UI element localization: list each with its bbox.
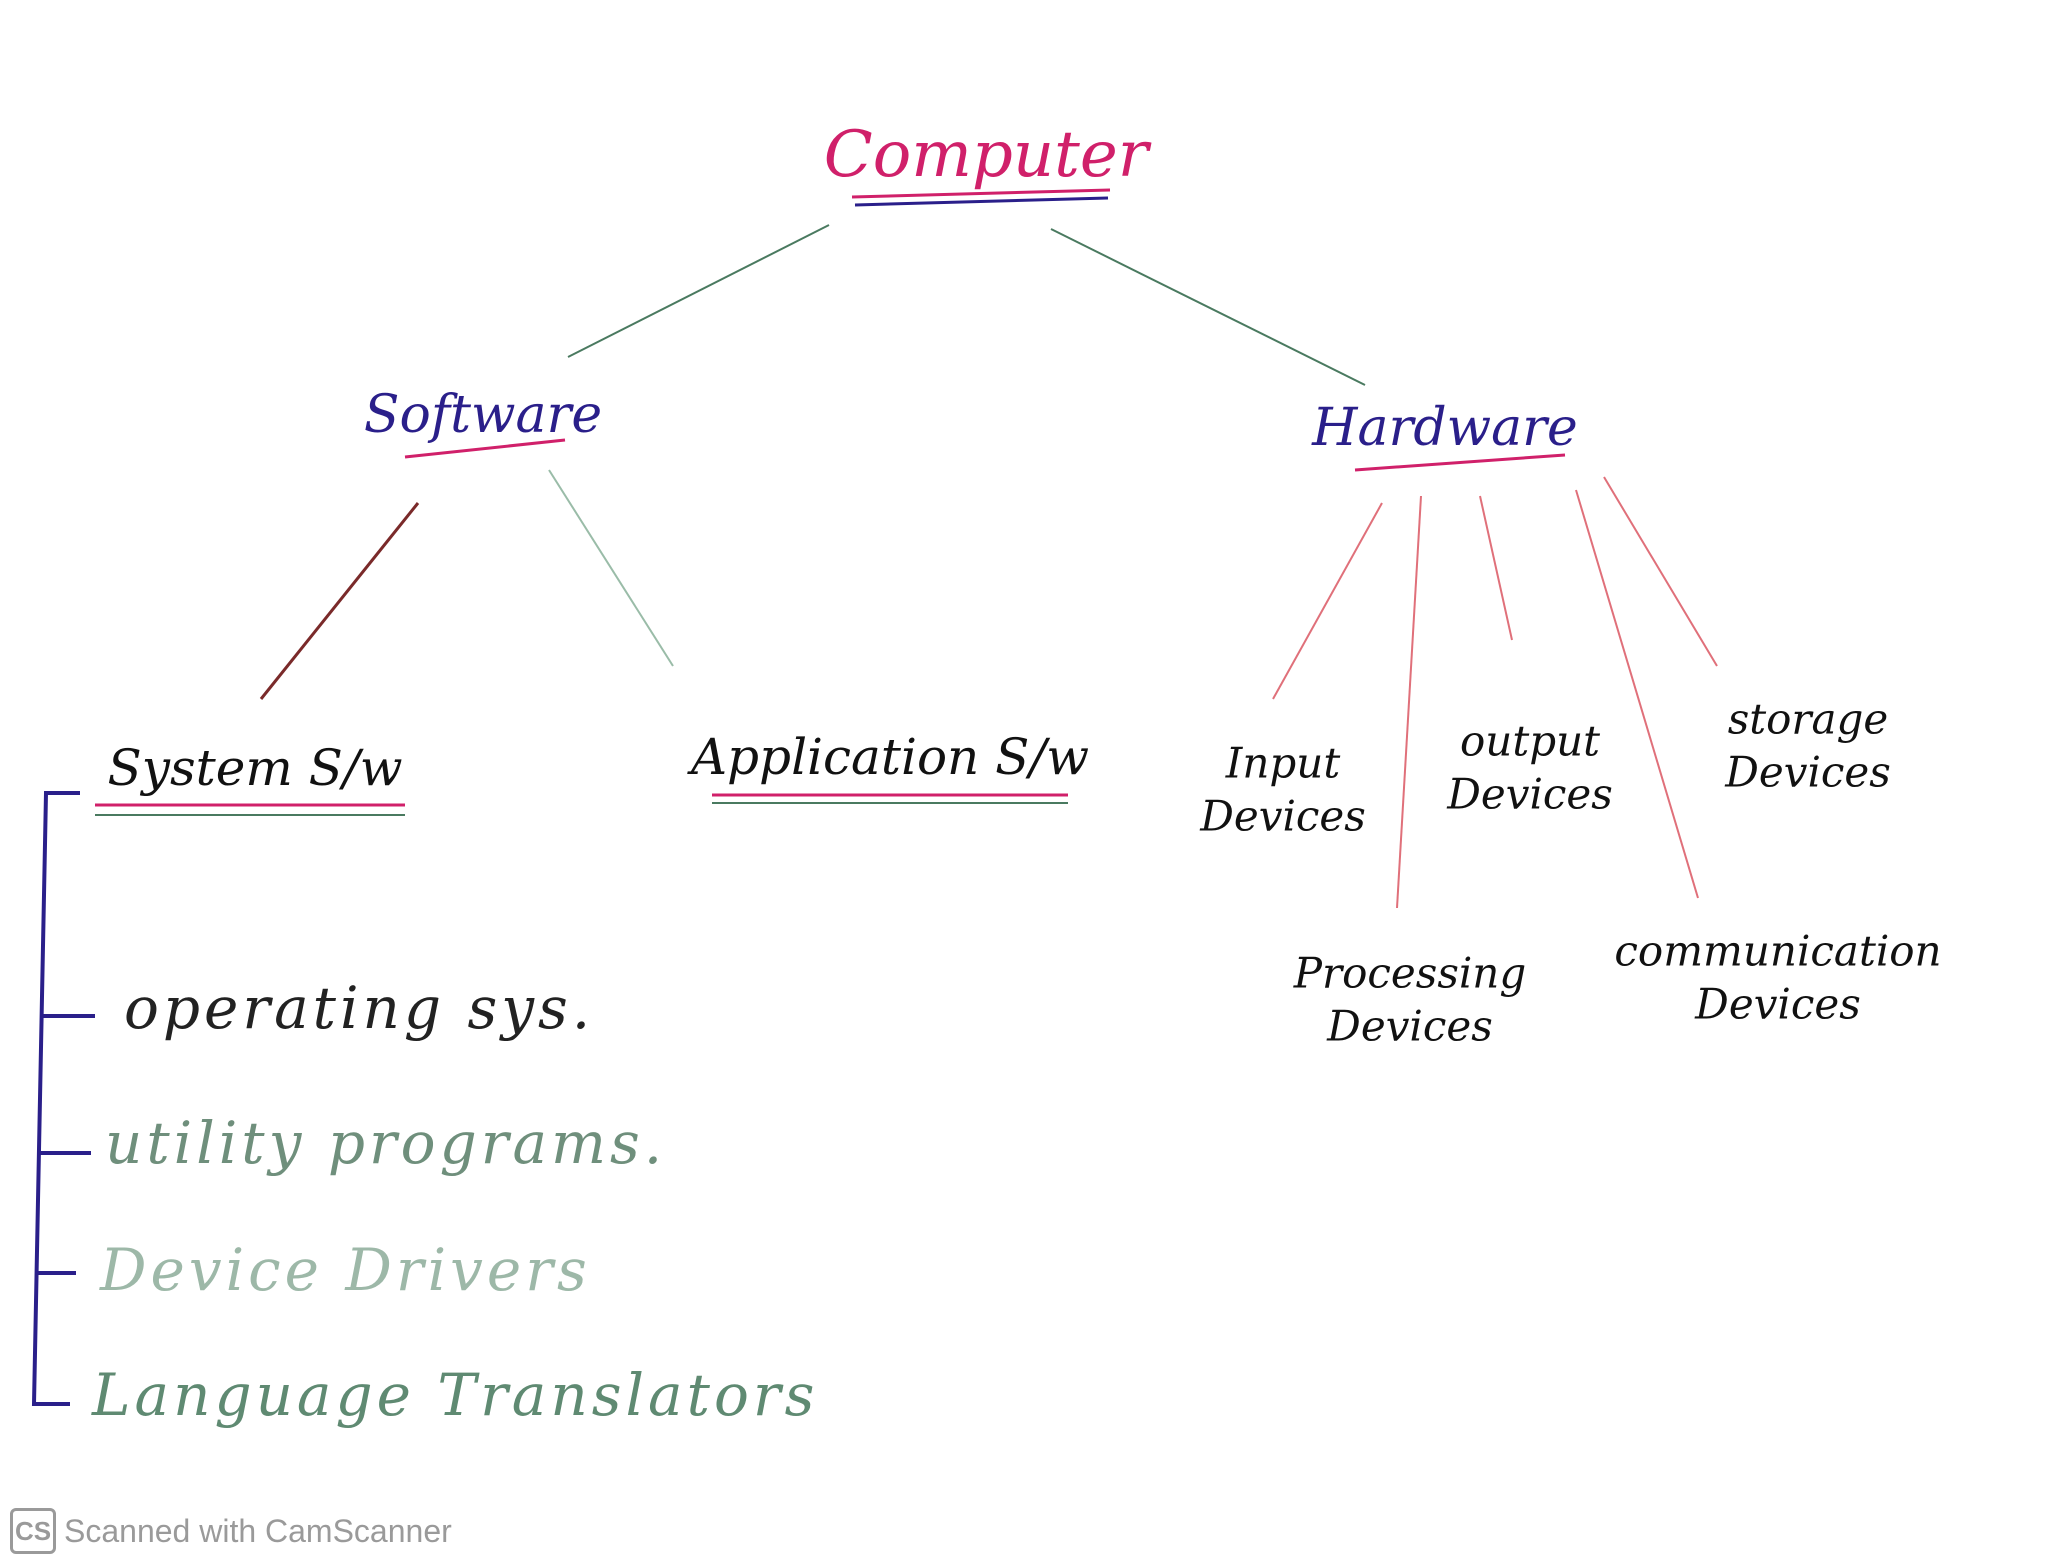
input-devices-line2: Devices	[1200, 791, 1366, 840]
node-communication-devices: communication Devices	[1614, 926, 1941, 1031]
communication-devices-line1: communication	[1614, 926, 1942, 976]
watermark-text: Scanned with CamScanner	[64, 1512, 452, 1549]
node-computer: Computer	[823, 118, 1149, 192]
system-list-bracket	[31, 791, 95, 1406]
output-devices-line2: Devices	[1447, 769, 1613, 818]
input-devices-line1: Input	[1225, 738, 1341, 788]
edge-hardware-output	[1479, 495, 1513, 641]
list-item-operating-system: operating sys.	[124, 974, 595, 1042]
edge-hardware-storage	[1603, 476, 1718, 667]
edge-hardware-processing	[1396, 495, 1422, 909]
camscanner-logo-icon: CS	[10, 1508, 56, 1554]
node-processing-devices: Processing Devices	[1294, 948, 1526, 1053]
underline-computer-2	[854, 196, 1109, 207]
communication-devices-line2: Devices	[1695, 979, 1861, 1028]
list-item-language-translators: Language Translators	[92, 1361, 819, 1429]
storage-devices-line2: Devices	[1725, 747, 1891, 796]
edge-software-system	[259, 502, 420, 700]
processing-devices-line1: Processing	[1293, 948, 1527, 998]
output-devices-line1: output	[1459, 716, 1601, 766]
edge-computer-hardware	[1050, 228, 1366, 386]
storage-devices-line1: storage	[1727, 694, 1889, 744]
edge-computer-software	[567, 224, 830, 358]
edge-hardware-input	[1272, 502, 1383, 700]
camscanner-watermark: CS Scanned with CamScanner	[10, 1508, 452, 1554]
edge-software-application	[548, 469, 674, 667]
list-item-device-drivers: Device Drivers	[100, 1236, 591, 1304]
processing-devices-line2: Devices	[1327, 1001, 1493, 1050]
list-item-utility-programs: utility programs.	[105, 1109, 667, 1177]
underline-hardware	[1354, 453, 1566, 472]
node-system-software: System S/w	[107, 739, 403, 797]
node-output-devices: output Devices	[1447, 716, 1613, 821]
node-software: Software	[363, 385, 603, 445]
node-input-devices: Input Devices	[1200, 738, 1366, 843]
node-hardware: Hardware	[1312, 398, 1578, 458]
underline-computer	[851, 188, 1111, 199]
edge-hardware-communication	[1575, 489, 1699, 899]
node-storage-devices: storage Devices	[1725, 694, 1891, 799]
underline-software	[404, 438, 566, 459]
node-application-software: Application S/w	[690, 728, 1090, 786]
